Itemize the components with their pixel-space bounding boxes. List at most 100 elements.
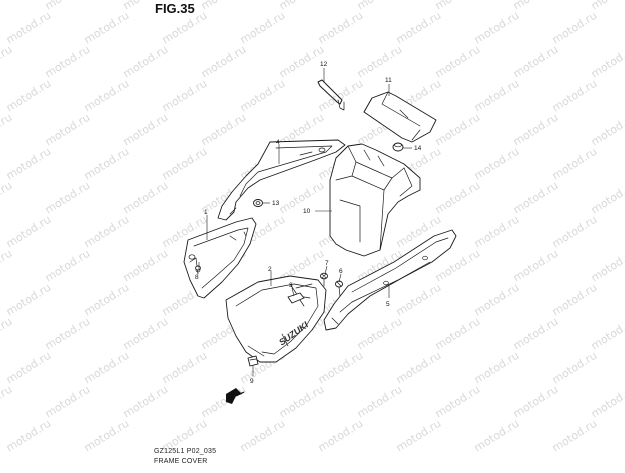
watermark-text: motod.ru	[511, 111, 561, 149]
watermark-text: motod.ru	[355, 383, 405, 421]
watermark-text: motod.ru	[550, 213, 600, 251]
watermark-text: motod.ru	[0, 0, 14, 13]
watermark-text: motod.ru	[394, 281, 444, 319]
watermark-text: motod.ru	[355, 43, 405, 81]
watermark-text: motod.ru	[472, 417, 522, 455]
watermark-text: motod.ru	[472, 349, 522, 387]
watermark-text: motod.ru	[472, 9, 522, 47]
watermark-text: motod.ru	[199, 43, 249, 81]
watermark-text: motod.ru	[0, 383, 14, 421]
figure-name: FRAME COVER	[154, 458, 208, 465]
watermark-text: motod.ru	[511, 383, 561, 421]
callout-6: 6	[339, 268, 343, 275]
watermark-text: motod.ru	[238, 417, 288, 455]
watermark-text: motod.ru	[4, 349, 54, 387]
watermark-text: motod.ru	[121, 179, 171, 217]
watermark-text: motod.ru	[589, 383, 625, 421]
watermark-text: motod.ru	[511, 315, 561, 353]
watermark-text: motod.ru	[160, 349, 210, 387]
watermark-text: motod.ru	[0, 111, 14, 149]
watermark-text: motod.ru	[550, 281, 600, 319]
part-12-hex-wrench	[317, 79, 345, 111]
watermark-text: motod.ru	[355, 315, 405, 353]
watermark-text: motod.ru	[433, 111, 483, 149]
watermark-text: motod.ru	[589, 247, 625, 285]
watermark-text: motod.ru	[43, 0, 93, 13]
watermark-text: motod.ru	[4, 9, 54, 47]
part-1-frame-cover-left	[183, 217, 257, 299]
watermark-text: motod.ru	[199, 383, 249, 421]
callout-8: 8	[195, 274, 199, 281]
watermark-text: motod.ru	[238, 77, 288, 115]
part-5-side-cover	[323, 229, 457, 331]
part-11-tool-bag	[363, 91, 437, 143]
callout-13: 13	[272, 200, 280, 207]
callout-1: 1	[204, 209, 208, 216]
watermark-text: motod.ru	[511, 43, 561, 81]
watermark-text: motod.ru	[0, 179, 14, 217]
watermark-text: motod.ru	[472, 77, 522, 115]
part-3-cushion	[287, 292, 305, 304]
watermark-text: motod.ru	[121, 111, 171, 149]
callout-10: 10	[303, 208, 311, 215]
watermark-text: motod.ru	[43, 383, 93, 421]
watermark-text: motod.ru	[0, 315, 14, 353]
watermark-text: motod.ru	[4, 281, 54, 319]
watermark-text: motod.ru	[4, 145, 54, 183]
watermark-text: motod.ru	[121, 247, 171, 285]
watermark-text: motod.ru	[433, 179, 483, 217]
watermark-text: motod.ru	[472, 213, 522, 251]
part-9-grommet	[247, 355, 259, 367]
watermark-text: motod.ru	[43, 179, 93, 217]
callout-4: 4	[276, 139, 280, 146]
figure-code: GZ125L1 P02_035	[154, 448, 217, 455]
watermark-text: motod.ru	[394, 417, 444, 455]
callout-3: 3	[289, 282, 293, 289]
watermark-text: motod.ru	[472, 145, 522, 183]
watermark-text: motod.ru	[0, 247, 14, 285]
watermark-text: motod.ru	[277, 383, 327, 421]
watermark-text: motod.ru	[160, 145, 210, 183]
watermark-text: motod.ru	[277, 0, 327, 13]
watermark-text: motod.ru	[82, 417, 132, 455]
watermark-text: motod.ru	[433, 0, 483, 13]
watermark-text: motod.ru	[511, 0, 561, 13]
watermark-text: motod.ru	[511, 179, 561, 217]
part-14-cushion	[392, 142, 404, 152]
callout-5: 5	[386, 301, 390, 308]
watermark-text: motod.ru	[550, 77, 600, 115]
watermark-text: motod.ru	[277, 43, 327, 81]
watermark-text: motod.ru	[4, 417, 54, 455]
callout-labels: 1 2 3 4 5 6 7 8 9 10 11 12 13 14	[195, 61, 422, 385]
part-4-rear-cover-strip	[217, 139, 346, 221]
watermark-text: motod.ru	[550, 417, 600, 455]
watermark-text: motod.ru	[43, 111, 93, 149]
watermark-text: motod.ru	[121, 383, 171, 421]
watermark-text: motod.ru	[121, 43, 171, 81]
part-10-battery-box	[329, 143, 421, 257]
figure-title: FIG.35	[155, 1, 195, 16]
watermark-text: motod.ru	[82, 349, 132, 387]
watermark-text: motod.ru	[394, 349, 444, 387]
watermark-text: motod.ru	[121, 315, 171, 353]
part-6-screw	[335, 280, 343, 297]
watermark-text: motod.ru	[43, 315, 93, 353]
watermark-text: motod.ru	[589, 315, 625, 353]
watermark-text: motod.ru	[43, 43, 93, 81]
watermark-text: motod.ru	[589, 179, 625, 217]
watermark-text: motod.ru	[589, 111, 625, 149]
watermark-text: motod.ru	[550, 349, 600, 387]
watermark-text: motod.ru	[316, 9, 366, 47]
watermark-text: motod.ru	[433, 383, 483, 421]
callout-2: 2	[268, 266, 272, 273]
callout-7: 7	[325, 260, 329, 267]
watermark-text: motod.ru	[4, 77, 54, 115]
watermark-text: motod.ru	[316, 77, 366, 115]
callout-9: 9	[250, 378, 254, 385]
watermark-text: motod.ru	[589, 43, 625, 81]
part-7-screw	[320, 272, 328, 287]
watermark-text: motod.ru	[82, 213, 132, 251]
watermark-text: motod.ru	[433, 315, 483, 353]
